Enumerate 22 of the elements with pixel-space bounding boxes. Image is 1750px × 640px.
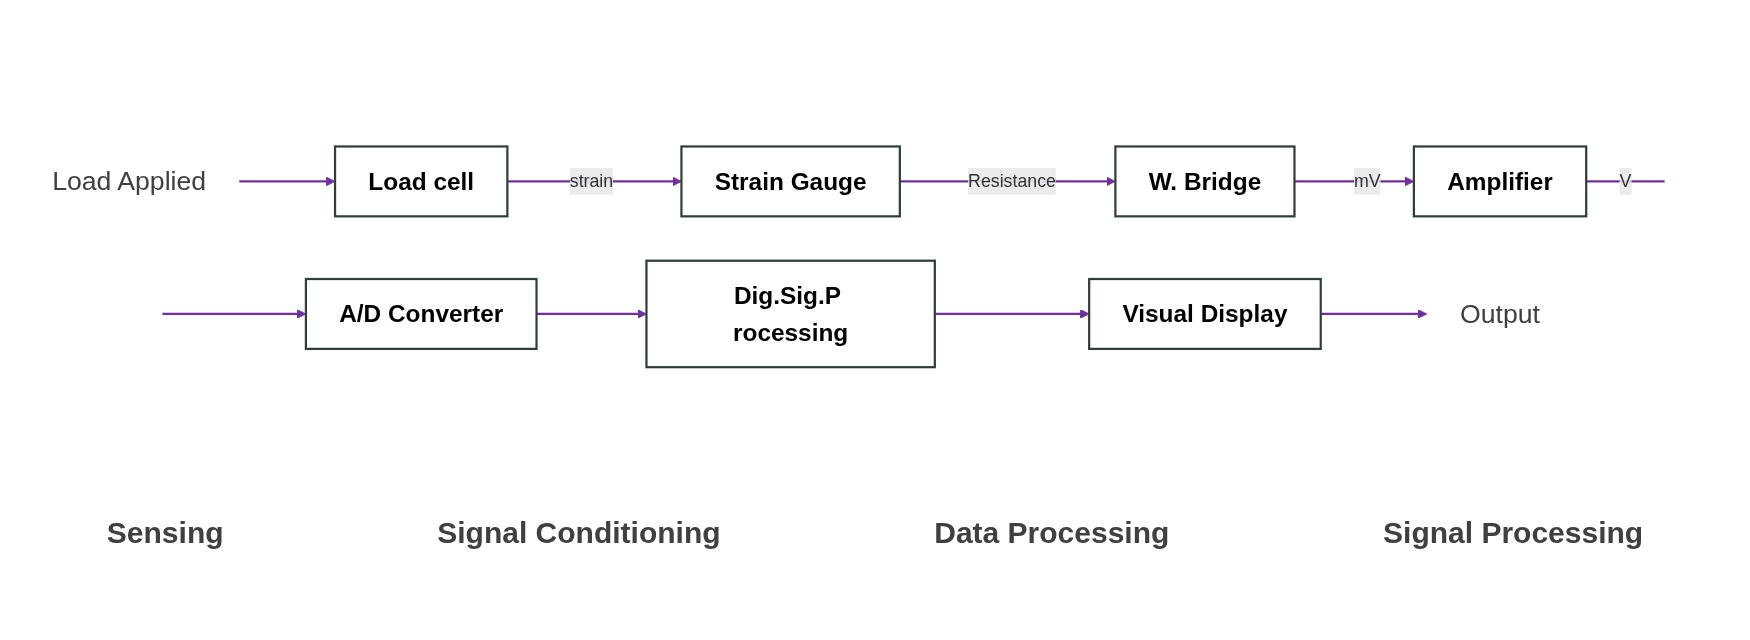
edge-label: strain (569, 171, 614, 191)
node-box: Load cell (333, 145, 509, 218)
connector (1586, 180, 1665, 183)
arrow (536, 309, 647, 319)
node-text: Load Applied (52, 165, 207, 196)
node-box: A/D Converter (304, 277, 538, 350)
group-label: Signal Conditioning (436, 515, 722, 551)
node-box: Dig.Sig.P rocessing (645, 259, 936, 369)
node-box: Amplifier (1412, 145, 1588, 218)
group-label: Data Processing (933, 515, 1171, 551)
edge-label: V (1619, 171, 1632, 191)
arrow (239, 176, 336, 187)
arrow (934, 309, 1090, 319)
node-box: Strain Gauge (680, 145, 901, 218)
node-box: W. Bridge (1114, 145, 1296, 218)
edge-label: Resistance (968, 171, 1056, 191)
node-box: Visual Display (1088, 277, 1322, 350)
group-label: Signal Processing (1382, 515, 1645, 551)
node-text: Output (1460, 298, 1540, 329)
arrow (1320, 309, 1428, 319)
edge-label: mV (1354, 171, 1381, 191)
group-label: Sensing (105, 515, 225, 551)
